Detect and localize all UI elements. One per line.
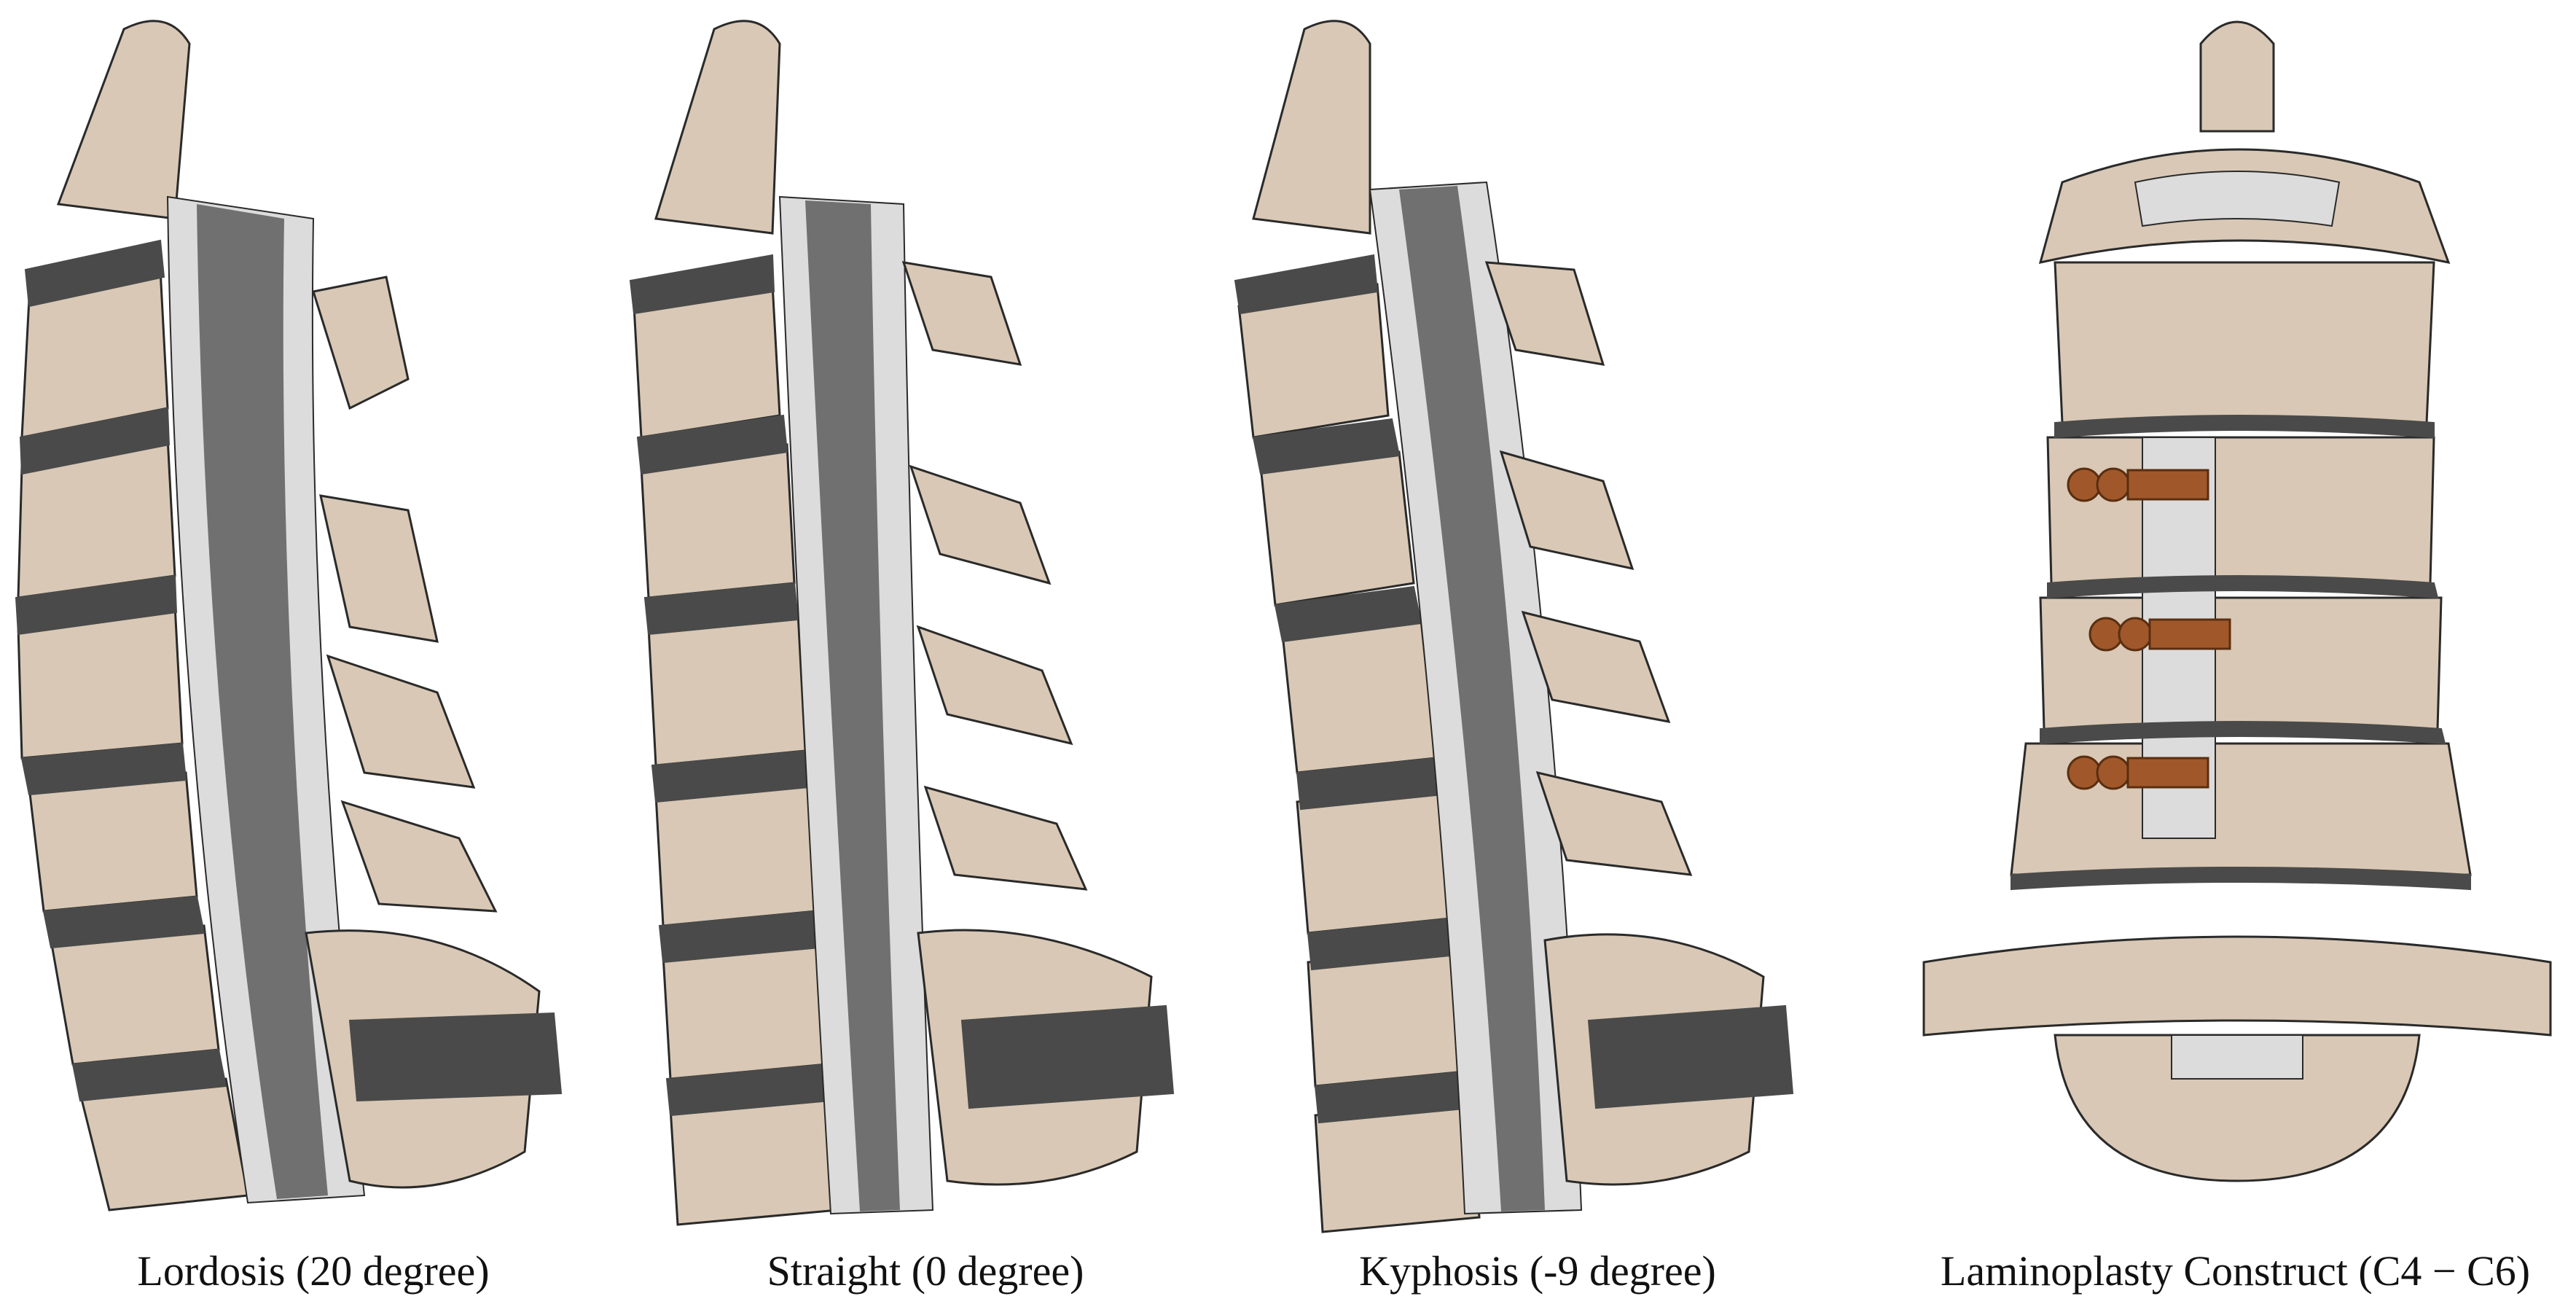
intervertebral-discs <box>1234 254 1473 1124</box>
vertebral-body <box>1281 618 1437 774</box>
c2-dens <box>1252 20 1371 235</box>
spinous-process <box>1535 770 1693 876</box>
spinous-process <box>312 276 410 410</box>
vertebral-body <box>50 924 220 1066</box>
panel-kyphosis: Kyphosis (-9 degree) <box>1224 0 1851 1315</box>
spinous-process <box>1484 261 1605 366</box>
c7-body <box>2054 1034 2421 1182</box>
plate-c5 <box>2088 617 2231 652</box>
facet-joint <box>960 1004 1175 1109</box>
panel-lordosis: Lordosis (20 degree) <box>0 0 627 1315</box>
spinous-process <box>326 654 476 789</box>
spinous-process <box>909 464 1052 585</box>
c2-dens <box>56 20 191 220</box>
plates-and-screws <box>2067 467 2231 790</box>
spinous-process <box>916 625 1073 746</box>
plate <box>2126 469 2209 501</box>
c2-dens <box>654 20 781 235</box>
plate <box>2126 757 2209 789</box>
spinal-cord <box>805 200 900 1211</box>
spinous-process <box>901 261 1022 366</box>
spinous-process <box>340 800 498 913</box>
disc <box>629 254 775 315</box>
spine-model-lordosis <box>15 20 563 1211</box>
c2-spinous-process <box>2199 20 2275 133</box>
spinous-process <box>1499 450 1635 571</box>
panel-laminoplasty: Laminoplasty Construct (C4 − C6) <box>1895 0 2576 1315</box>
screw-head <box>2096 467 2131 502</box>
spine-model-kyphosis <box>1234 20 1794 1233</box>
vertebral-body <box>662 939 829 1080</box>
screw-head <box>2067 755 2102 790</box>
vertebral-body <box>654 779 818 927</box>
spine-model-straight <box>629 20 1175 1226</box>
c7-transverse <box>1922 935 2552 1037</box>
plate-c4 <box>2067 467 2209 502</box>
disc <box>20 742 187 796</box>
segment-lines <box>2011 415 2471 891</box>
screw-head <box>2096 755 2131 790</box>
screw-head <box>2088 617 2123 652</box>
vertebra-segment <box>2054 261 2435 424</box>
laminoplasty-model <box>1922 20 2552 1182</box>
disc <box>15 574 178 636</box>
vertebral-body <box>647 611 807 767</box>
vertebral-body <box>1259 450 1415 606</box>
disc <box>1252 418 1401 475</box>
vertebral-body <box>1307 946 1466 1088</box>
caption-lordosis: Lordosis (20 degree) <box>137 1247 490 1295</box>
spinal-cord <box>1399 186 1545 1211</box>
spinous-process <box>923 785 1088 891</box>
caption-kyphosis: Kyphosis (-9 degree) <box>1359 1247 1716 1295</box>
vertebra-segment <box>2039 596 2443 730</box>
disc <box>24 239 165 308</box>
caption-straight: Straight (0 degree) <box>767 1247 1084 1295</box>
vertebral-body <box>1296 786 1452 934</box>
caption-laminoplasty: Laminoplasty Construct (C4 − C6) <box>1940 1247 2531 1295</box>
screw-head <box>2118 617 2153 652</box>
vertebra-segment <box>2046 436 2435 585</box>
panel-straight: Straight (0 degree) <box>612 0 1239 1315</box>
disc-line <box>2054 415 2435 439</box>
plate-c6 <box>2067 755 2209 790</box>
disc <box>1234 254 1379 315</box>
canal-opening <box>2134 171 2341 227</box>
vertebral-bodies <box>1237 20 1481 1233</box>
screw-head <box>2067 467 2102 502</box>
facet-joint <box>1587 1004 1794 1109</box>
canal-opening <box>2171 1034 2303 1080</box>
disc <box>71 1048 227 1102</box>
disc <box>19 407 171 475</box>
facet-joint <box>348 1012 563 1102</box>
plate <box>2148 618 2231 650</box>
disc-line <box>2047 575 2439 599</box>
intervertebral-discs <box>15 239 227 1102</box>
posterior-elements <box>1484 261 1765 1186</box>
disc-line <box>2040 721 2446 745</box>
spinous-process <box>1521 610 1671 723</box>
disc-line <box>2011 867 2471 891</box>
disc <box>636 414 788 475</box>
spinous-process <box>319 494 439 643</box>
spinal-cord <box>197 204 328 1199</box>
disc <box>42 895 205 949</box>
vertebral-body <box>28 771 198 913</box>
intervertebral-discs <box>629 254 832 1117</box>
